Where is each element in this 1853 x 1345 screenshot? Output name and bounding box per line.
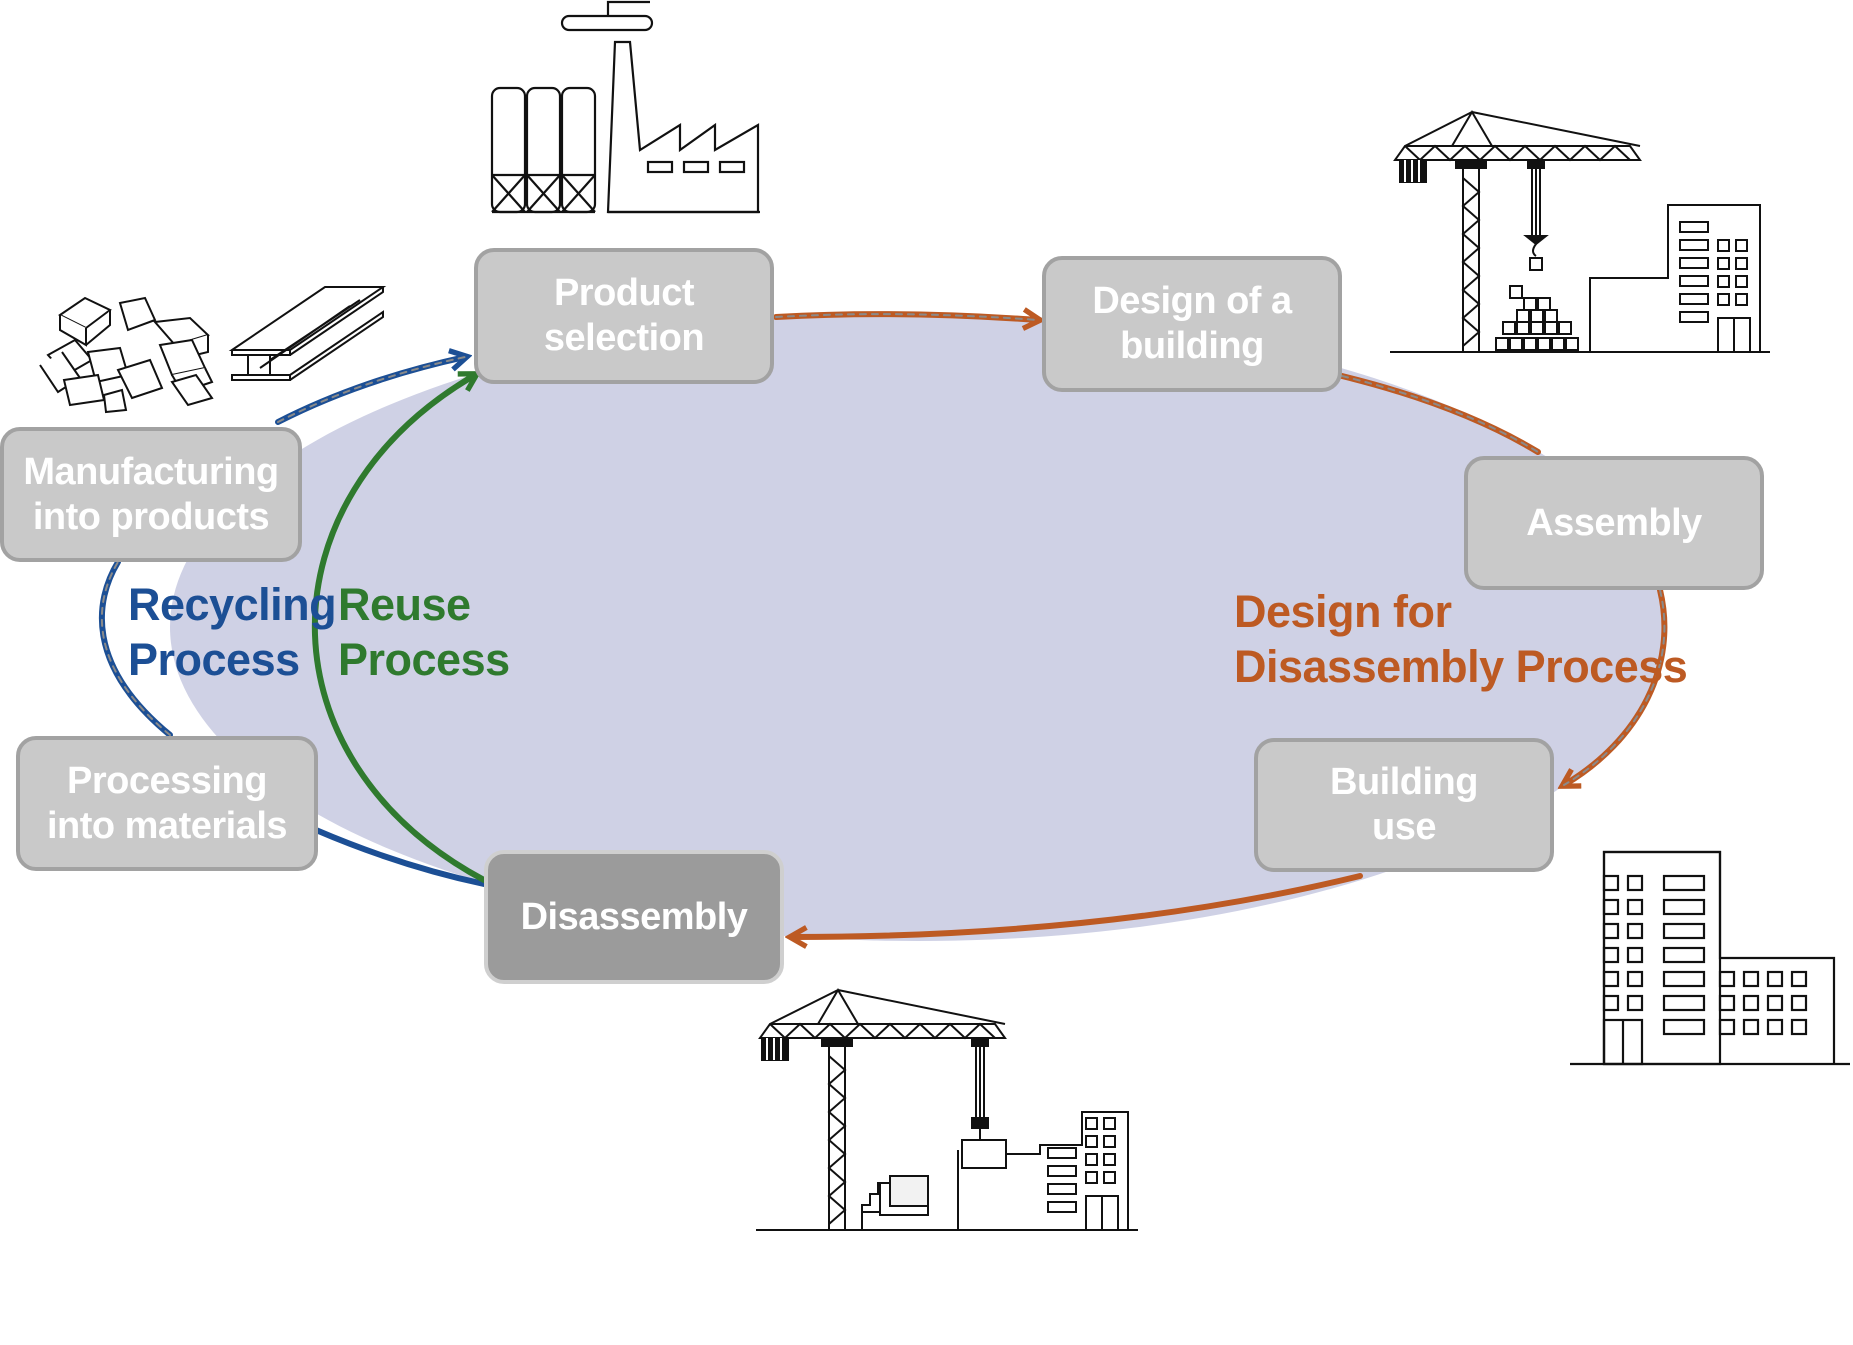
label-recycling-process: Recycling Process (128, 579, 337, 685)
recycling-arrows (98, 357, 487, 887)
building-icon (1570, 850, 1850, 1066)
label-dfd-process: Design for Disassembly Process (1234, 586, 1688, 692)
dfd-arrows (773, 314, 1668, 937)
arrow-reuse (311, 375, 487, 883)
factory-icon (490, 0, 760, 214)
crane-construction-icon (1390, 110, 1770, 353)
rubble-and-beam-icon (39, 286, 387, 414)
node-product-selection: Product selection (474, 248, 774, 384)
node-disassembly: Disassembly (484, 850, 784, 984)
node-building-use: Building use (1254, 738, 1554, 872)
crane-demolition-icon (756, 988, 1138, 1231)
arrow-disassembly-to-processing (313, 827, 487, 887)
node-assembly: Assembly (1464, 456, 1764, 590)
node-design-of-building: Design of a building (1042, 256, 1342, 392)
node-manufacturing-into-products: Manufacturing into products (0, 427, 302, 562)
label-reuse-process: Reuse Process (338, 579, 510, 685)
arrow-use-to-disassembly (792, 873, 1363, 937)
node-processing-into-materials: Processing into materials (16, 736, 318, 871)
